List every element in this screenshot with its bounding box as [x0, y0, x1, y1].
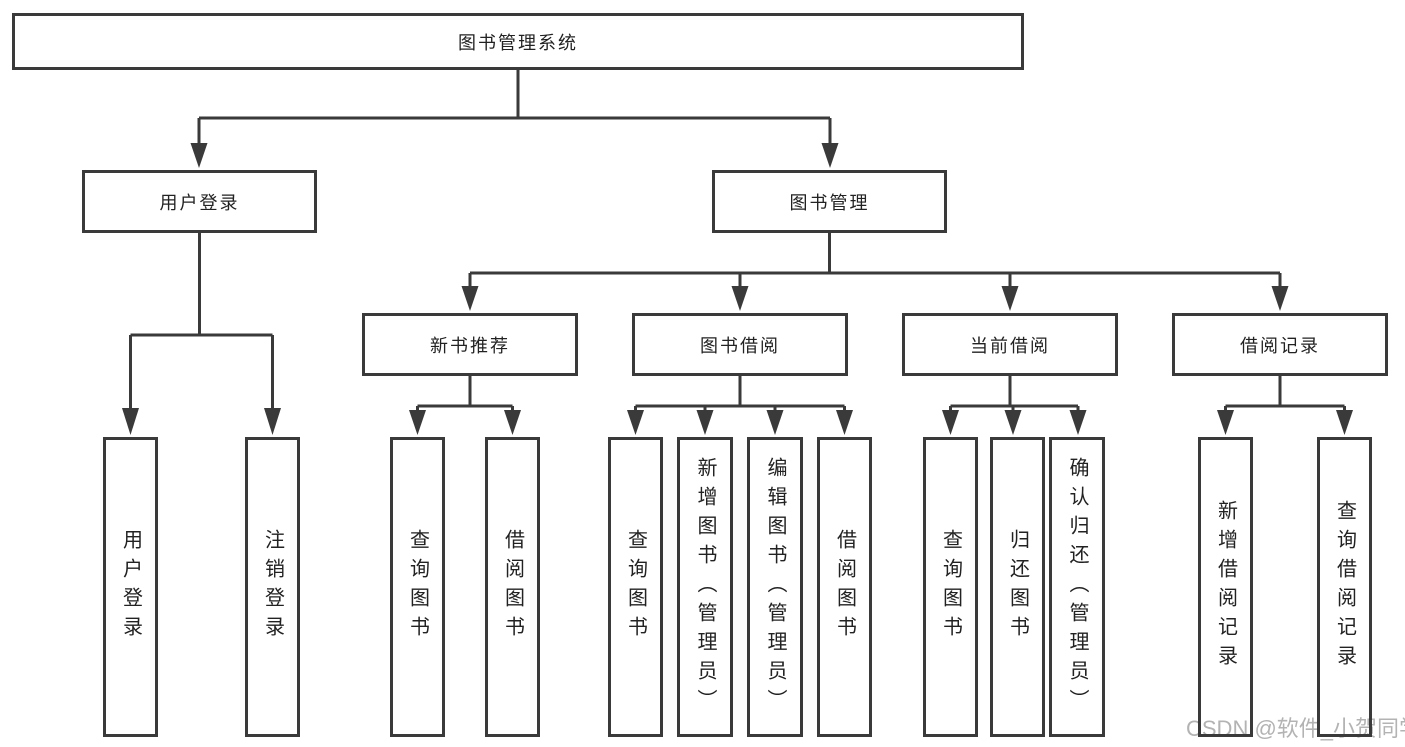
node-label: 新增借阅记录 [1214, 500, 1237, 674]
node-label: 图书管理 [789, 192, 870, 213]
node-label: 查询图书 [406, 529, 429, 645]
connector-user-login [129, 233, 274, 410]
leaf-borrow-books: 借阅图书 [817, 437, 872, 737]
connector-borrow-records [1224, 376, 1346, 412]
leaf-borrow-books-recommend: 借阅图书 [485, 437, 540, 737]
leaf-query-books-recommend: 查询图书 [390, 437, 445, 737]
node-label: 用户登录 [119, 529, 142, 645]
connector-book-management [468, 233, 1282, 288]
leaf-confirm-return-admin: 确认归还（管理员） [1049, 437, 1105, 737]
node-label: 编辑图书（管理员） [764, 456, 786, 718]
node-label: 用户登录 [159, 192, 240, 213]
node-system-root: 图书管理系统 [12, 13, 1024, 70]
leaf-return-book: 归还图书 [990, 437, 1045, 737]
node-label: 借阅图书 [833, 529, 856, 645]
node-label: 新书推荐 [430, 335, 510, 356]
node-label: 借阅图书 [501, 529, 524, 645]
node-borrow-records: 借阅记录 [1172, 313, 1388, 376]
node-new-book-recommend: 新书推荐 [362, 313, 578, 376]
node-label: 当前借阅 [970, 335, 1050, 356]
arrowheads [122, 143, 1353, 435]
leaf-user-login: 用户登录 [103, 437, 158, 737]
connector-current-borrow [949, 376, 1080, 412]
connector-new-book-recommend [416, 376, 514, 412]
leaf-add-book-admin: 新增图书（管理员） [677, 437, 733, 737]
node-label: 归还图书 [1006, 529, 1029, 645]
leaf-logout: 注销登录 [245, 437, 300, 737]
node-label: 借阅记录 [1240, 335, 1320, 356]
connector-root [197, 70, 832, 145]
node-label: 确认归还（管理员） [1066, 456, 1088, 718]
leaf-query-books-current: 查询图书 [923, 437, 978, 737]
leaf-add-borrow-record: 新增借阅记录 [1198, 437, 1253, 737]
leaf-query-borrow-record: 查询借阅记录 [1317, 437, 1372, 737]
connector-book-borrow [634, 376, 846, 412]
node-label: 图书借阅 [700, 335, 780, 356]
node-label: 查询图书 [939, 529, 962, 645]
node-current-borrow: 当前借阅 [902, 313, 1118, 376]
node-book-borrow: 图书借阅 [632, 313, 848, 376]
node-label: 查询图书 [624, 529, 647, 645]
node-book-management: 图书管理 [712, 170, 947, 233]
node-user-login: 用户登录 [82, 170, 317, 233]
node-label: 图书管理系统 [458, 32, 578, 53]
node-label: 新增图书（管理员） [694, 456, 716, 718]
leaf-edit-book-admin: 编辑图书（管理员） [747, 437, 803, 737]
leaf-query-books-borrow: 查询图书 [608, 437, 663, 737]
node-label: 注销登录 [261, 529, 284, 645]
node-label: 查询借阅记录 [1333, 500, 1356, 674]
